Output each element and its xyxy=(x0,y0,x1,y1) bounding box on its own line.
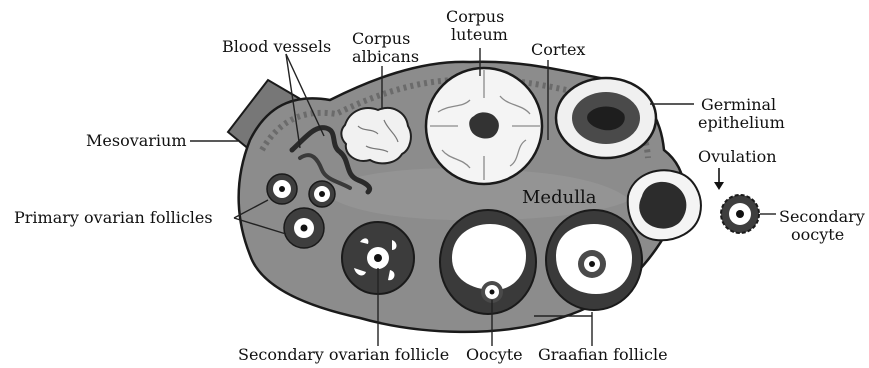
graafian-follicle-2 xyxy=(546,210,642,310)
label-blood-vessels: Blood vessels xyxy=(222,37,331,56)
label-ovulation: Ovulation xyxy=(698,147,777,166)
label-secondary-oocyte-line1: Secondary xyxy=(779,207,865,226)
label-oocyte: Oocyte xyxy=(466,345,523,364)
label-secondary-oocyte-line2: oocyte xyxy=(791,225,844,244)
ovulating-follicle xyxy=(628,170,701,240)
ovulation-arrowhead xyxy=(714,182,724,190)
primary-follicle-2 xyxy=(309,181,335,207)
label-corpus-luteum-line2: luteum xyxy=(451,25,508,44)
label-corpus-luteum-line1: Corpus xyxy=(446,7,504,26)
primary-follicle-3 xyxy=(284,208,324,248)
label-graafian-follicle: Graafian follicle xyxy=(538,345,668,364)
label-corpus-albicans-line1: Corpus xyxy=(352,29,410,48)
released-secondary-oocyte xyxy=(721,195,759,233)
label-germinal-line2: epithelium xyxy=(698,113,785,132)
label-secondary-follicle: Secondary ovarian follicle xyxy=(238,345,449,364)
label-cortex: Cortex xyxy=(531,40,585,59)
label-medulla: Medulla xyxy=(522,187,597,208)
label-corpus-albicans-line2: albicans xyxy=(352,47,419,66)
primary-follicle-1 xyxy=(267,174,297,204)
label-mesovarium: Mesovarium xyxy=(86,131,187,150)
graafian-follicle-1 xyxy=(440,210,536,314)
corpus-albicans xyxy=(341,108,411,163)
label-germinal-line1: Germinal xyxy=(701,95,776,114)
label-primary-follicles: Primary ovarian follicles xyxy=(14,208,213,227)
